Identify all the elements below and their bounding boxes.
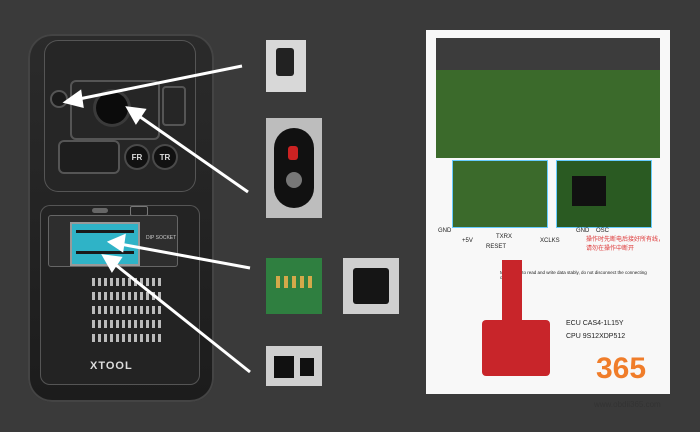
reset-label: RESET [486, 244, 507, 250]
arrow-1 [73, 64, 243, 102]
xclks-label: XCLKS [540, 238, 560, 244]
arrowhead-3 [106, 233, 126, 253]
display-screen [58, 140, 120, 174]
eeprom-chips-photo [266, 346, 322, 386]
soic-adapter-photo [343, 258, 399, 314]
logo-365: 365 [596, 352, 647, 385]
arrowhead-2 [125, 106, 147, 125]
gnd-left-label: GND [438, 228, 452, 234]
cable [502, 260, 522, 320]
txrx-label: TXRX [496, 234, 513, 240]
v5-label: +5V [462, 238, 473, 244]
cpu-model: CPU 9S12XDP512 [566, 333, 626, 340]
dip-socket-label: DIP SOCKET [146, 235, 177, 241]
arrowhead-4 [101, 254, 123, 273]
pin-header [92, 306, 162, 314]
key-fob-photo [266, 118, 322, 218]
led-hole [52, 92, 66, 106]
arrow-2 [135, 112, 249, 194]
adapter-pcb-photo [266, 258, 322, 314]
arrowhead-1 [62, 89, 84, 108]
ecu-model: ECU CAS4-1L15Y [566, 320, 624, 327]
ecu-connector [436, 38, 660, 72]
notice-cn: 操作时先断电后接好所有线，请勿在操作中断开 [586, 237, 665, 252]
ecu-board [436, 70, 660, 158]
pin-header [92, 292, 162, 300]
ecu-closeup-left [452, 160, 548, 228]
site-url: www.obdii365.com [594, 400, 661, 409]
camera-window [70, 80, 160, 140]
camera-lens [96, 92, 128, 124]
clip-photo [266, 40, 306, 92]
cpu-chip [572, 176, 606, 206]
gnd-right-label: GND [576, 228, 590, 234]
db-connector [482, 320, 550, 376]
arrow-3 [119, 242, 251, 270]
pin-header [92, 278, 162, 286]
side-pad [162, 86, 186, 126]
arrow-4 [111, 260, 251, 374]
brand-label: XTOOL [90, 360, 133, 372]
pin-header [92, 334, 162, 342]
tr-button[interactable]: TR [154, 146, 176, 168]
indicator-led [92, 208, 108, 213]
pin-header [92, 320, 162, 328]
fr-button[interactable]: FR [126, 146, 148, 168]
osc-label: OSC [596, 228, 610, 234]
